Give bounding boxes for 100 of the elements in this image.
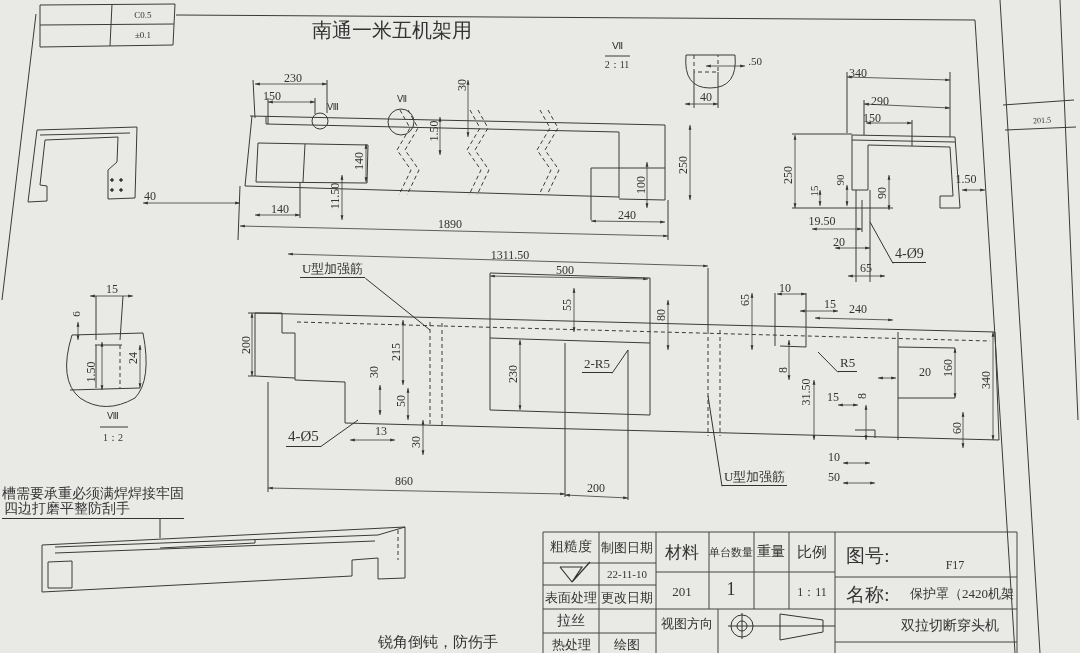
dimension-label: 90 <box>876 187 888 199</box>
leader-line <box>364 277 431 331</box>
title-block-text: 22-11-10 <box>607 568 647 580</box>
dimension-label: 200 <box>240 336 252 354</box>
dimension-label: 340 <box>849 67 867 79</box>
dimension-label: 24 <box>127 352 139 364</box>
dimension-label: 860 <box>395 475 413 487</box>
dimension-label: 60 <box>951 422 963 434</box>
dimension-label: 340 <box>980 371 992 389</box>
scale-label: 1：2 <box>103 433 123 443</box>
leader-line <box>707 395 723 487</box>
title-block-text: F17 <box>945 559 965 571</box>
title-block-text: 热处理 <box>551 637 591 651</box>
dimension-label: 80 <box>655 309 667 321</box>
callout-label: R5 <box>838 356 858 373</box>
dimension-label: 40 <box>144 190 156 202</box>
callout-label: 4-Ø5 <box>286 428 321 447</box>
tolerance-value: ±0.1 <box>134 30 152 40</box>
dimension-label: 31.50 <box>800 378 812 406</box>
note-text: 锐角倒钝，防伤手 <box>378 634 498 650</box>
detail-view-label: Ⅶ <box>611 41 623 51</box>
dimension-label: 8 <box>777 367 789 373</box>
callout-label: 4-Ø9 <box>893 246 926 264</box>
tolerance-value: C0.5 <box>134 10 152 20</box>
dimension-label: 50 <box>828 471 840 483</box>
dimension-label: 50 <box>395 395 407 407</box>
dimension-label: 215 <box>390 343 402 361</box>
dimension-label: 30 <box>456 79 468 91</box>
dimension-label: 20 <box>833 236 845 248</box>
title-block-text: 重量 <box>757 545 785 559</box>
dimension-label: 8 <box>856 393 868 399</box>
dimension-label: 15 <box>824 298 836 310</box>
dimension-label: 30 <box>410 436 422 448</box>
dimension-label: 13 <box>375 425 387 437</box>
leader-line <box>320 419 359 447</box>
dimension-label: 15 <box>106 283 118 295</box>
dimension-label: 150 <box>263 90 281 102</box>
title-block-text: 1：11 <box>797 586 827 598</box>
title-block-text: 1 <box>726 580 736 598</box>
dimension-label: 10 <box>779 282 791 294</box>
drawing-title: 南通一米五机架用 <box>312 20 472 40</box>
title-block-text: 制图日期 <box>601 540 653 554</box>
title-block-text: 视图方向 <box>661 616 713 630</box>
dimension-label: 201.5 <box>1032 116 1052 126</box>
title-block-text: 比例 <box>797 544 827 560</box>
dimension-label: 65 <box>739 294 751 306</box>
dimension-label: 200 <box>587 482 605 494</box>
dimension-label: 19.50 <box>808 215 836 227</box>
title-block-text: 图号: <box>846 545 890 565</box>
dimension-label: 290 <box>871 95 889 107</box>
callout-label: U型加强筋 <box>722 470 788 487</box>
dimension-label: .50 <box>748 55 762 67</box>
dimension-label: 250 <box>677 156 689 174</box>
dimension-label: 30 <box>368 366 380 378</box>
title-block-text: 粗糙度 <box>550 540 592 554</box>
title-block-text: 绘图 <box>614 637 640 651</box>
detail-view-label: Ⅷ <box>327 102 339 112</box>
callout-label: U型加强筋 <box>300 262 366 279</box>
dimension-label: 230 <box>507 365 519 383</box>
dimension-label: 240 <box>849 303 867 315</box>
dimension-label: 100 <box>635 176 647 194</box>
dimension-label: 150 <box>863 112 881 124</box>
leader-line <box>159 518 161 539</box>
detail-view-label: Ⅷ <box>107 411 119 421</box>
dimension-label: 1.50 <box>955 173 977 185</box>
note-text: 槽需要承重必须满焊焊接牢固 <box>2 486 184 501</box>
dimension-label: 140 <box>271 203 289 215</box>
title-block-text: 保护罩（2420机架 <box>910 586 1014 600</box>
leader-line <box>869 221 894 264</box>
dimension-label: 240 <box>618 209 636 221</box>
scale-label: 2：11 <box>604 60 630 70</box>
leader-line <box>817 351 839 373</box>
title-block-text: 表面处理 <box>545 590 597 604</box>
dimension-label: 65 <box>860 262 872 274</box>
dimension-label: 6 <box>70 311 82 317</box>
dimension-label: 55 <box>561 299 573 311</box>
dimension-label: 10 <box>828 451 840 463</box>
note-text: 四边打磨平整防刮手 <box>2 501 184 519</box>
dimension-label: 500 <box>556 264 574 276</box>
title-block-text: 单台数量 <box>709 546 753 558</box>
dimension-label: 230 <box>284 72 302 84</box>
leader-line <box>611 349 629 374</box>
dimension-label: 140 <box>353 152 365 170</box>
dimension-label: 90 <box>834 174 846 186</box>
dimension-label: 250 <box>782 166 794 184</box>
dimension-label: 1890 <box>438 218 462 230</box>
dimension-label: 15 <box>827 391 839 403</box>
title-block-text: 更改日期 <box>601 590 653 604</box>
dimension-label: 11.50 <box>329 182 341 210</box>
dimension-label: 1.50 <box>428 120 440 142</box>
dimension-label: 1311.50 <box>490 249 530 261</box>
dimension-label: 1.50 <box>85 361 97 383</box>
title-block-text: 201 <box>672 584 692 598</box>
dimension-label: 40 <box>700 91 712 103</box>
title-block-text: 材料 <box>665 543 699 561</box>
dimension-label: 160 <box>942 359 954 377</box>
dimension-label: 15 <box>808 185 820 197</box>
title-block-text: 双拉切断穿头机 <box>901 619 999 633</box>
title-block-text: 名称: <box>846 584 890 604</box>
title-block-text: 拉丝 <box>557 614 585 628</box>
